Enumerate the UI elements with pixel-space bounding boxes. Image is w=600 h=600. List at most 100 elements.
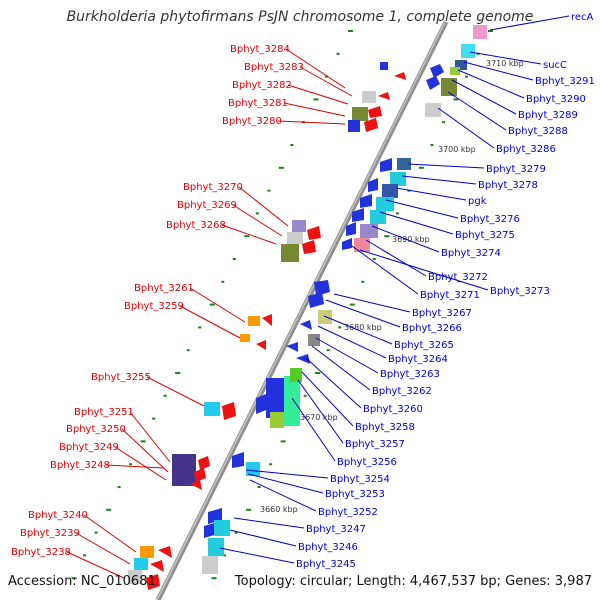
gene-block	[441, 78, 457, 96]
gene-label-right[interactable]: Bphyt_3258	[355, 422, 415, 433]
gene-label-right[interactable]: sucC	[543, 60, 567, 71]
gene-label-right[interactable]: Bphyt_3257	[345, 439, 405, 450]
gene-label-right[interactable]: Bphyt_3271	[420, 290, 480, 301]
gene-label-right[interactable]: Bphyt_3262	[372, 386, 432, 397]
gene-label-right[interactable]: Bphyt_3256	[337, 457, 397, 468]
gene-block	[425, 103, 441, 117]
gene-label-left[interactable]: Bphyt_3270	[183, 182, 243, 193]
gene-arrow	[426, 76, 440, 90]
gene-arrow	[368, 178, 378, 192]
gene-label-right[interactable]: Bphyt_3263	[380, 369, 440, 380]
label-leader	[379, 211, 454, 235]
label-leader	[146, 376, 205, 407]
gene-label-left[interactable]: Bphyt_3251	[74, 407, 134, 418]
gene-label-left[interactable]: Bphyt_3250	[66, 424, 126, 435]
gene-label-right[interactable]: Bphyt_3291	[535, 76, 595, 87]
label-leader	[463, 61, 534, 81]
label-leader	[238, 186, 289, 227]
label-leader	[114, 446, 167, 481]
gene-block	[266, 378, 288, 418]
gene-label-right[interactable]: Bphyt_3272	[428, 272, 488, 283]
tick-mark	[269, 463, 273, 466]
gene-block	[172, 454, 196, 486]
gene-label-left[interactable]: Bphyt_3261	[134, 283, 194, 294]
gene-label-left[interactable]: Bphyt_3249	[59, 442, 119, 453]
gene-block	[140, 546, 154, 558]
label-leader	[407, 163, 485, 169]
gene-label-right[interactable]: Bphyt_3254	[330, 474, 390, 485]
tick-mark	[117, 486, 121, 488]
label-leader	[447, 91, 507, 131]
genome-summary: Topology: circular; Length: 4,467,537 bp…	[234, 574, 592, 589]
gene-label-right[interactable]: Bphyt_3253	[325, 489, 385, 500]
gene-block	[382, 184, 398, 198]
gene-label-right[interactable]: Bphyt_3275	[455, 230, 515, 241]
gene-label-right[interactable]: pgk	[468, 196, 487, 207]
gene-label-left[interactable]: Bphyt_3248	[50, 460, 110, 471]
gene-label-right[interactable]: Bphyt_3245	[296, 559, 356, 570]
gene-block	[455, 60, 467, 70]
gene-label-right[interactable]: recA	[571, 12, 594, 23]
tick-mark	[71, 577, 77, 580]
label-leader	[221, 224, 277, 245]
gene-label-left[interactable]: Bphyt_3239	[20, 528, 80, 539]
tick-mark	[221, 280, 225, 283]
label-leader	[283, 102, 346, 117]
label-leader	[325, 299, 401, 328]
gene-label-right[interactable]: Bphyt_3246	[298, 542, 358, 553]
gene-label-right[interactable]: Bphyt_3265	[394, 340, 454, 351]
gene-arrow	[232, 452, 244, 468]
tick-mark	[349, 303, 355, 306]
gene-label-left[interactable]: Bphyt_3268	[166, 220, 226, 231]
gene-label-left[interactable]: Bphyt_3240	[28, 510, 88, 521]
label-leader	[233, 517, 305, 529]
label-leader	[245, 469, 329, 479]
tick-mark	[83, 554, 87, 557]
tick-mark	[441, 121, 445, 124]
label-leader	[401, 175, 477, 185]
gene-label-right[interactable]: Bphyt_3267	[412, 308, 472, 319]
gene-arrow	[190, 480, 202, 490]
gene-label-right[interactable]: Bphyt_3260	[363, 404, 423, 415]
gene-label-right[interactable]: Bphyt_3290	[526, 94, 586, 105]
gene-label-left[interactable]: Bphyt_3255	[91, 372, 151, 383]
label-leader	[299, 66, 353, 97]
gene-label-left[interactable]: Bphyt_3281	[228, 98, 288, 109]
scale-label: 3690 kbp	[392, 235, 430, 244]
gene-label-right[interactable]: Bphyt_3278	[478, 180, 538, 191]
gene-label-right[interactable]: Bphyt_3274	[441, 248, 501, 259]
gene-arrow	[146, 574, 160, 590]
gene-label-left[interactable]: Bphyt_3259	[124, 301, 184, 312]
tick-mark	[303, 394, 307, 397]
tick-mark	[361, 280, 365, 283]
gene-arrow	[262, 314, 272, 326]
tick-mark	[348, 30, 353, 32]
gene-label-right[interactable]: Bphyt_3288	[508, 126, 568, 137]
label-leader	[305, 357, 362, 409]
tick-mark	[209, 303, 215, 306]
scale-label: 3710 kbp	[486, 59, 524, 68]
gene-arrow	[430, 64, 444, 78]
gene-arrow	[302, 240, 316, 254]
label-leader	[333, 293, 411, 313]
gene-label-left[interactable]: Bphyt_3284	[230, 44, 290, 55]
gene-label-right[interactable]: Bphyt_3273	[490, 286, 550, 297]
gene-label-right[interactable]: Bphyt_3279	[486, 164, 546, 175]
gene-label-left[interactable]: Bphyt_3238	[11, 547, 71, 558]
gene-label-right[interactable]: Bphyt_3276	[460, 214, 520, 225]
gene-label-left[interactable]: Bphyt_3283	[244, 62, 304, 73]
gene-label-right[interactable]: Bphyt_3252	[318, 507, 378, 518]
gene-label-right[interactable]: Bphyt_3266	[402, 323, 462, 334]
gene-label-right[interactable]: Bphyt_3247	[306, 524, 366, 535]
gene-label-right[interactable]: Bphyt_3289	[518, 110, 578, 121]
gene-label-right[interactable]: Bphyt_3286	[496, 144, 556, 155]
gene-label-left[interactable]: Bphyt_3282	[232, 80, 292, 91]
label-leader	[291, 397, 336, 462]
gene-label-right[interactable]: Bphyt_3264	[388, 354, 448, 365]
gene-block	[380, 62, 388, 70]
gene-label-left[interactable]: Bphyt_3269	[177, 200, 237, 211]
label-leader	[457, 69, 525, 99]
tick-mark	[430, 144, 434, 146]
gene-label-left[interactable]: Bphyt_3280	[222, 116, 282, 127]
